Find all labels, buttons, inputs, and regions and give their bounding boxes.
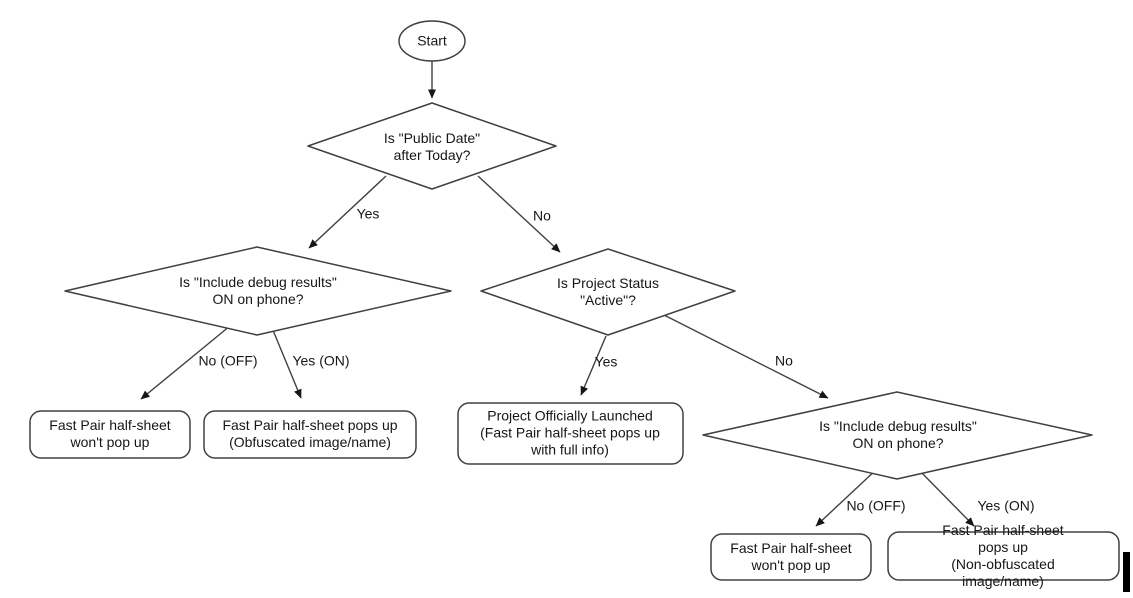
decision-debug-left-shape xyxy=(64,246,452,336)
edge-debug-right-yes-on xyxy=(916,467,975,527)
text-caret xyxy=(1123,552,1130,592)
result-no-popup-right-shape xyxy=(710,533,872,581)
decision-debug-right-shape xyxy=(702,391,1093,480)
edge-status-yes xyxy=(580,335,607,396)
result-non-obfuscated-shape xyxy=(887,531,1120,581)
edge-public-date-no xyxy=(477,175,561,253)
edge-debug-right-no-off xyxy=(815,467,879,527)
decision-project-status-shape xyxy=(480,248,736,336)
decision-public-date-shape xyxy=(307,102,557,190)
edge-debug-left-no-off xyxy=(140,320,237,400)
result-obfuscated-shape xyxy=(203,410,417,459)
edge-debug-left-yes-on xyxy=(269,322,302,399)
start-node-shape xyxy=(398,20,466,62)
edge-public-date-yes xyxy=(308,175,387,249)
result-launched-shape xyxy=(457,402,684,465)
result-no-popup-left-shape xyxy=(29,410,191,459)
edge-status-no xyxy=(663,314,829,399)
